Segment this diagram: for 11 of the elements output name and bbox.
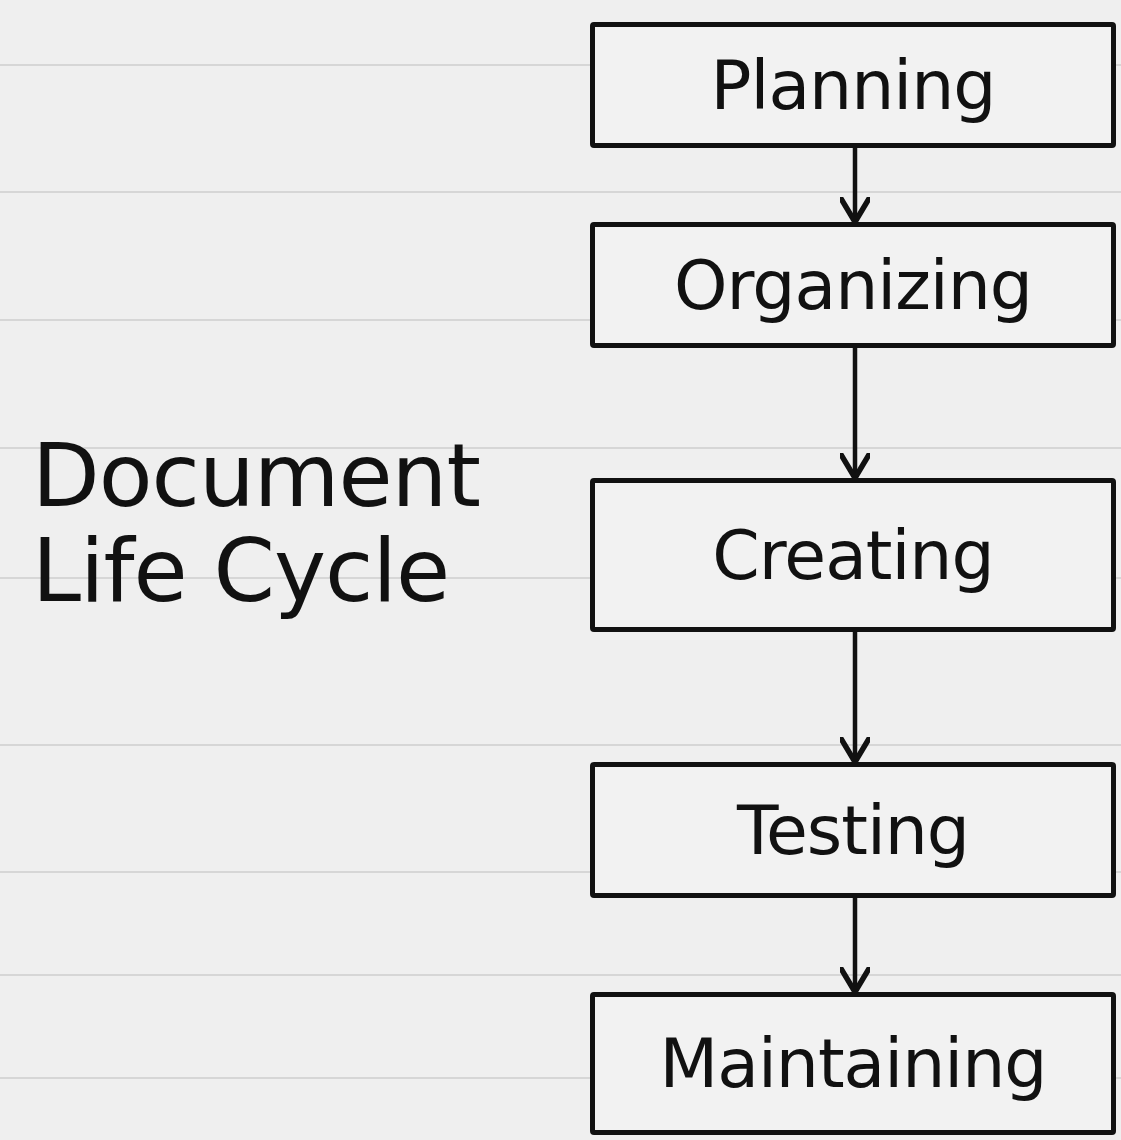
diagram-title: Document Life Cycle: [32, 428, 481, 619]
process-box: [590, 22, 1116, 148]
process-box: [590, 222, 1116, 348]
step-label: Planning: [710, 45, 996, 125]
step-label: Testing: [736, 790, 970, 870]
process-box: [590, 762, 1116, 898]
process-box: [590, 992, 1116, 1135]
step-label: Maintaining: [659, 1024, 1047, 1103]
process-box: [590, 478, 1116, 632]
step-label: Creating: [712, 515, 994, 595]
step-label: Organizing: [674, 245, 1032, 325]
